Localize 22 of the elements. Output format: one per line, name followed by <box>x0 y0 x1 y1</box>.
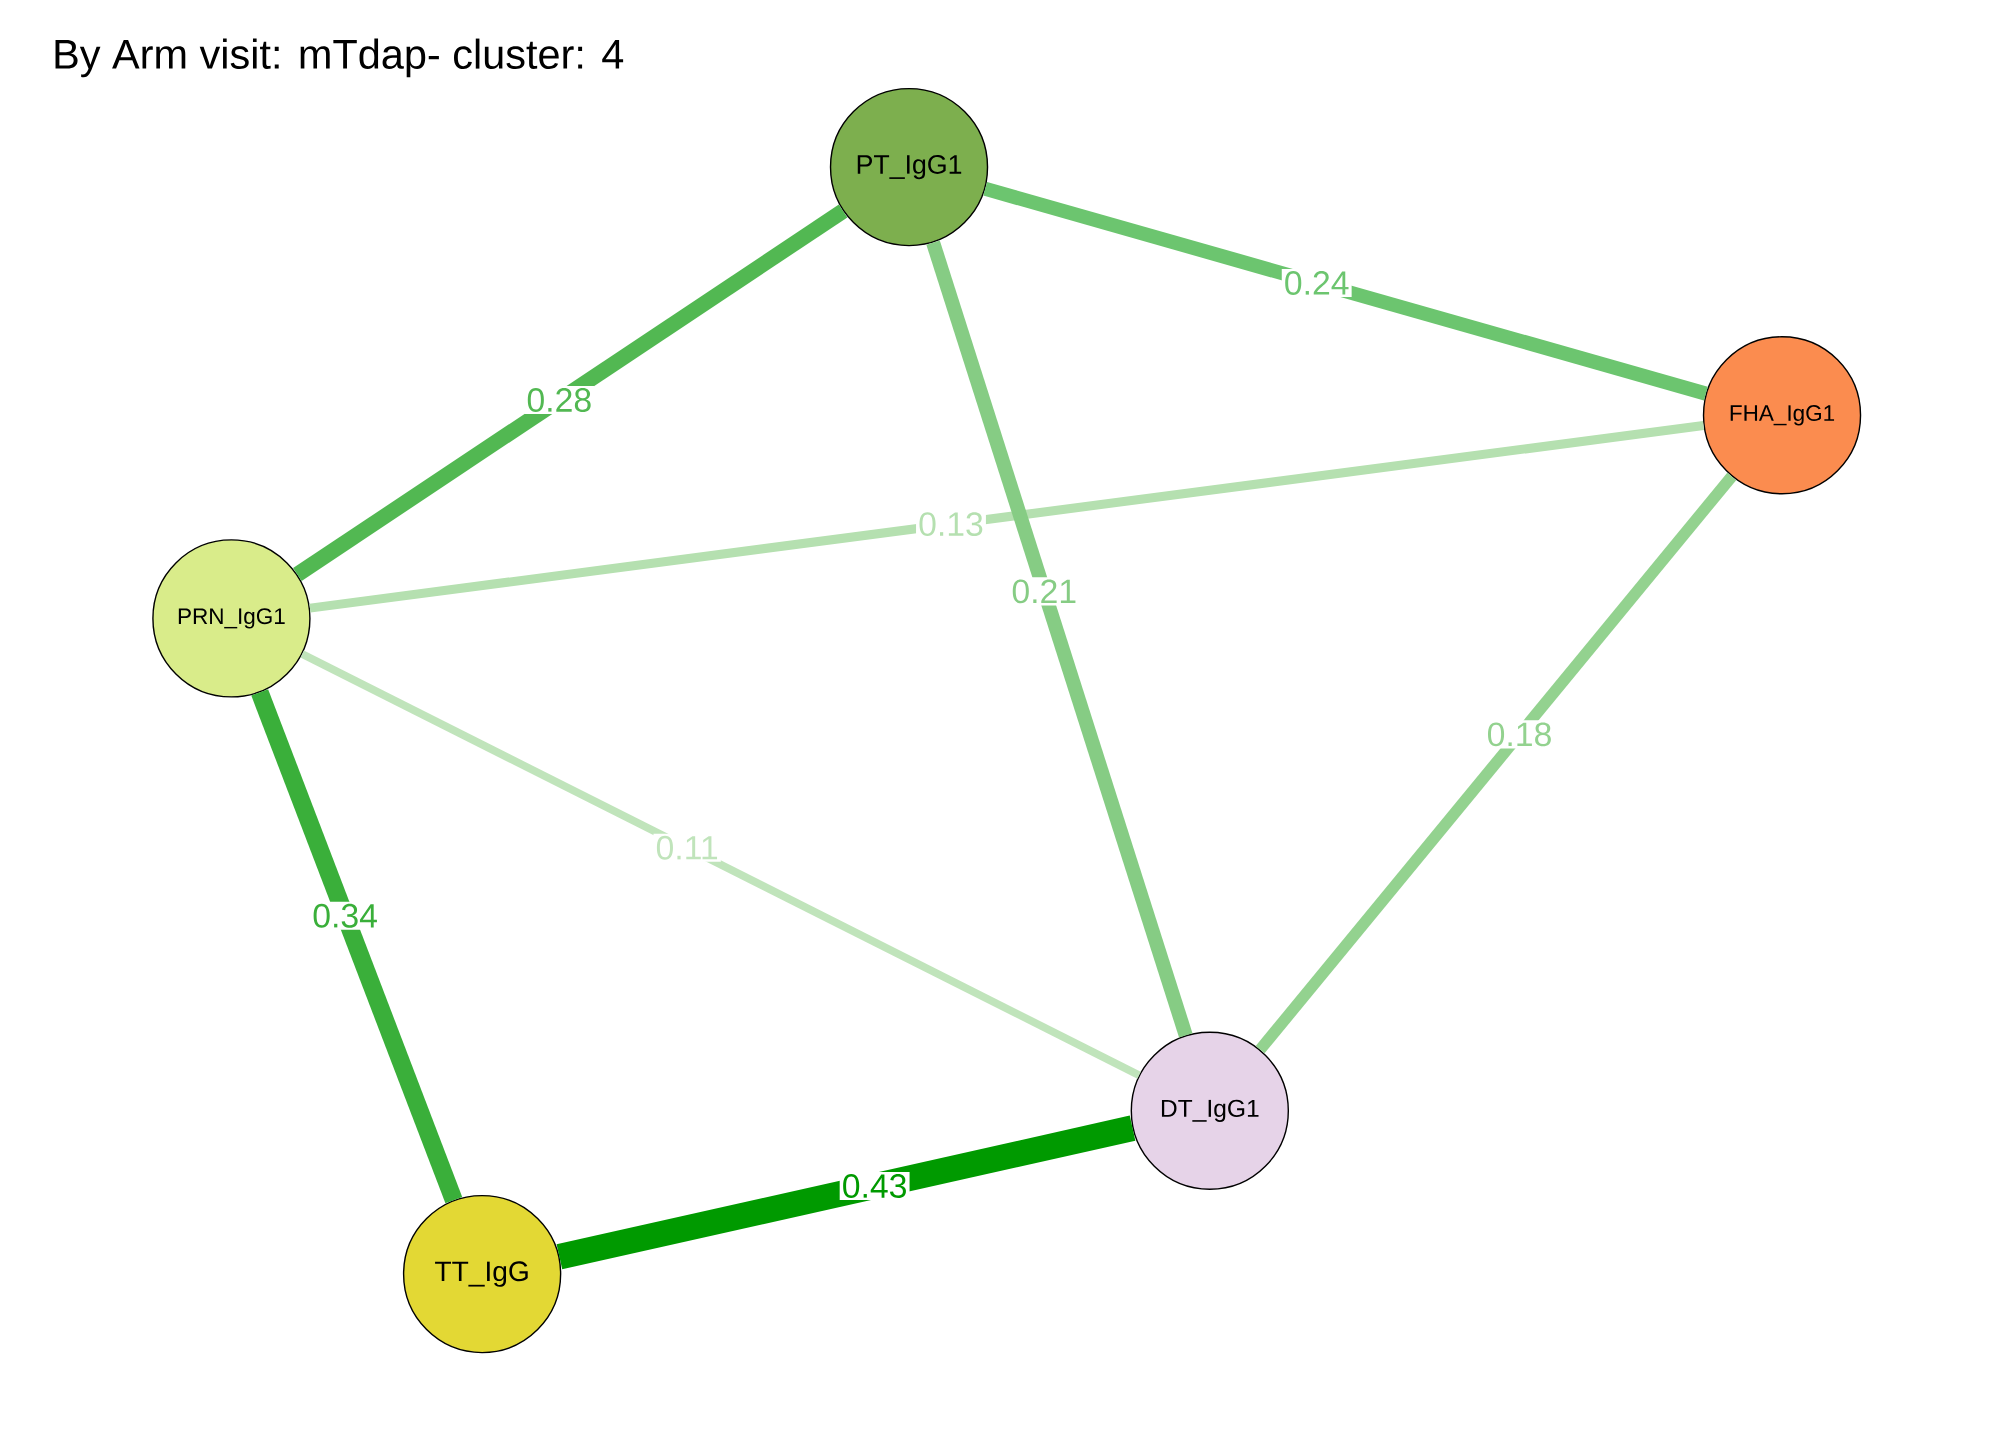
network-node: PRN_IgG1 <box>152 539 311 698</box>
edge-line <box>300 650 1141 1079</box>
edge-line <box>293 204 848 581</box>
edge-label: 0.34 <box>313 903 377 928</box>
edge-line <box>1255 472 1737 1054</box>
edge-label: 0.11 <box>656 835 718 860</box>
edge-label: 0.28 <box>527 388 591 412</box>
edge-label: 0.43 <box>843 1174 906 1198</box>
edge-line <box>556 1115 1136 1270</box>
edge-line <box>983 181 1708 401</box>
network-node: PT_IgG1 <box>829 87 989 247</box>
edge-line <box>926 240 1193 1038</box>
edge-line <box>309 421 1705 613</box>
edge-line <box>251 689 463 1204</box>
network-node: DT_IgG1 <box>1130 1031 1290 1190</box>
edge-label: 0.13 <box>919 512 983 537</box>
edge-label: 0.18 <box>1488 722 1551 747</box>
edge-label: 0.21 <box>1012 579 1076 604</box>
network-node: FHA_IgG1 <box>1702 336 1862 495</box>
network-node: TT_IgG <box>402 1194 562 1354</box>
chart-title: By Arm visit: mTdap- cluster: 4 <box>55 38 624 78</box>
edge-label: 0.24 <box>1285 271 1349 295</box>
